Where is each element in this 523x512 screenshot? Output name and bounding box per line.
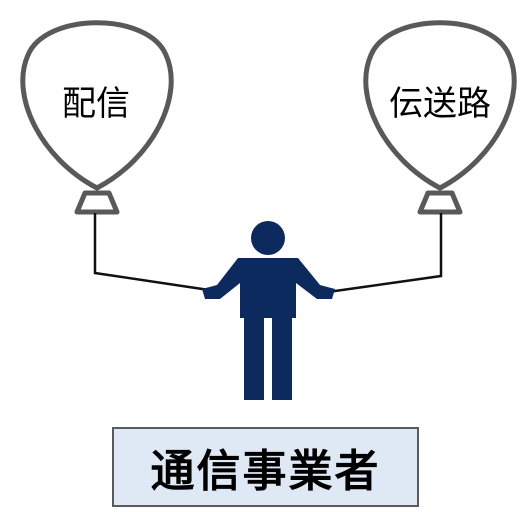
balloon-knot (74, 190, 120, 215)
balloon-knot (417, 190, 463, 215)
carrier-label: 通信事業者 (150, 446, 381, 497)
balloon-right: 伝送路 (363, 20, 517, 215)
balloon-left-label: 配信 (62, 84, 130, 124)
balloon-icon (363, 20, 517, 191)
balloon-icon (20, 20, 174, 191)
balloon-right-label: 伝送路 (389, 84, 491, 124)
balloon-left: 配信 (20, 20, 174, 215)
carrier-label-box: 通信事業者 (112, 427, 419, 507)
string-left (93, 213, 210, 292)
person-icon (202, 221, 335, 400)
string-right (327, 213, 443, 294)
